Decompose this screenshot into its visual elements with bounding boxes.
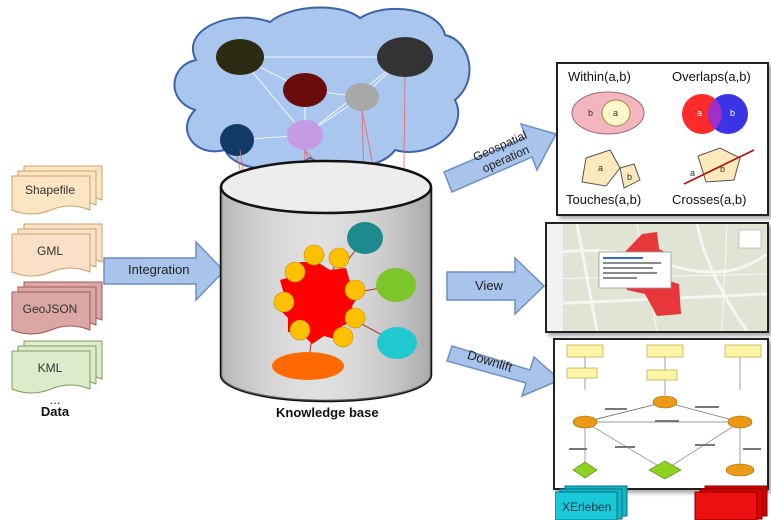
downlift-arrow: [446, 345, 562, 398]
integration-label: Integration: [128, 262, 190, 277]
geojson-label: GeoJSON: [22, 302, 78, 316]
ontology-cloud: [173, 6, 471, 170]
data-caption: Data: [40, 404, 70, 419]
overlaps-title: Overlaps(a,b): [672, 69, 751, 84]
downlift-graphic: [555, 340, 767, 488]
geojson-doc-icon: [11, 281, 103, 335]
touches-b-label: b: [627, 172, 633, 182]
overlaps-a-label: a: [697, 108, 703, 118]
map-graphic: [547, 224, 767, 331]
geospatial-operations-panel: Within(a,b) Overlaps(a,b) b a a b a b a …: [556, 62, 769, 216]
operations-graphic: [571, 91, 755, 189]
gml-label: GML: [36, 244, 63, 258]
crosses-title: Crosses(a,b): [672, 192, 747, 207]
within-illustration: [571, 91, 645, 135]
geospatial-operation-arrow: [443, 122, 558, 193]
overlaps-b-label: b: [730, 108, 736, 118]
shapefile-label: Shapefile: [24, 183, 76, 197]
within-title: Within(a,b): [568, 69, 631, 84]
knowledge-base-caption: Knowledge base: [276, 405, 379, 420]
shapefile-doc-icon: [11, 165, 103, 215]
kml-label: KML: [37, 361, 63, 375]
output-tabs-graphic: [555, 485, 768, 520]
crosses-illustration: [683, 147, 755, 185]
touches-title: Touches(a,b): [566, 192, 642, 207]
overlaps-illustration: [682, 94, 748, 134]
view-label: View: [475, 278, 503, 293]
map-popup: [598, 251, 672, 289]
gml-doc-icon: [11, 223, 103, 277]
view-arrow: [446, 256, 546, 316]
touches-a-label: a: [598, 163, 604, 173]
xerleben-stack: [555, 485, 628, 520]
touches-illustration: [581, 149, 641, 189]
crosses-b-label: b: [720, 164, 726, 174]
red-output-stack: [694, 485, 768, 520]
map-view-panel: [545, 222, 769, 333]
crosses-a-label: a: [690, 168, 696, 178]
xerleben-label: XErleben: [562, 500, 612, 514]
within-a-label: a: [613, 108, 619, 118]
data-ellipsis: ...: [49, 392, 61, 407]
integration-arrow: [103, 240, 226, 302]
instance-graph: [272, 222, 417, 380]
downlift-graph-panel: [553, 338, 769, 490]
within-b-label: b: [588, 108, 594, 118]
kml-doc-icon: [11, 340, 103, 394]
